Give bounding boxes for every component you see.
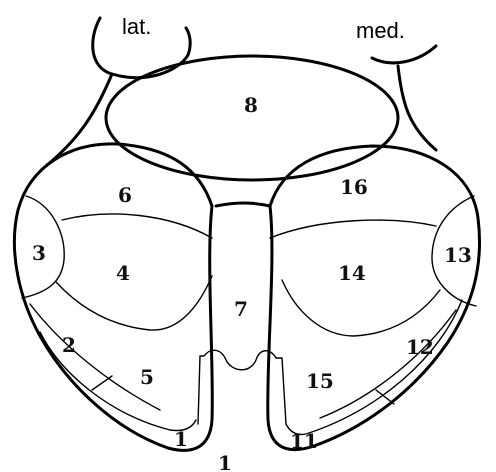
region-11-label: 11 xyxy=(290,429,318,453)
region-8-label: 8 xyxy=(244,93,258,117)
right-division-12-15 xyxy=(376,390,394,404)
right-division-12 xyxy=(320,310,456,418)
left-hemisphere-outline xyxy=(14,144,212,450)
top-right-lobe-outline xyxy=(372,46,436,63)
region-15-label: 15 xyxy=(306,369,334,393)
medial-label: med. xyxy=(356,18,405,43)
left-division-2-5 xyxy=(92,376,112,390)
region-7-label: 7 xyxy=(234,297,248,321)
lateral-label: lat. xyxy=(122,14,151,39)
region-6-label: 6 xyxy=(118,183,132,207)
left-stalk xyxy=(46,74,112,166)
region-3-label: 3 xyxy=(32,241,46,265)
region-2-label: 2 xyxy=(62,333,76,357)
region-14-label: 14 xyxy=(338,261,366,285)
region-7-top-line xyxy=(216,203,270,206)
left-division-4-5 xyxy=(56,276,212,330)
right-hemisphere-outline xyxy=(268,146,480,450)
region-7-wavy-line xyxy=(204,350,276,370)
region-5-label: 5 xyxy=(140,365,154,389)
region-16-label: 16 xyxy=(340,175,368,199)
region-13-label: 13 xyxy=(444,243,472,267)
region-1-label: 1 xyxy=(174,427,188,451)
region-12-label: 12 xyxy=(406,335,434,359)
region-4-label: 4 xyxy=(116,261,130,285)
right-division-16-14 xyxy=(270,220,436,238)
left-inner-canal xyxy=(198,356,204,424)
region-8-oval xyxy=(106,56,398,180)
right-inner-canal xyxy=(276,358,286,424)
left-division-6-4 xyxy=(62,214,212,238)
bottom-label: 1 xyxy=(218,451,232,472)
right-division-14-15 xyxy=(282,280,440,336)
right-stalk xyxy=(398,66,436,150)
